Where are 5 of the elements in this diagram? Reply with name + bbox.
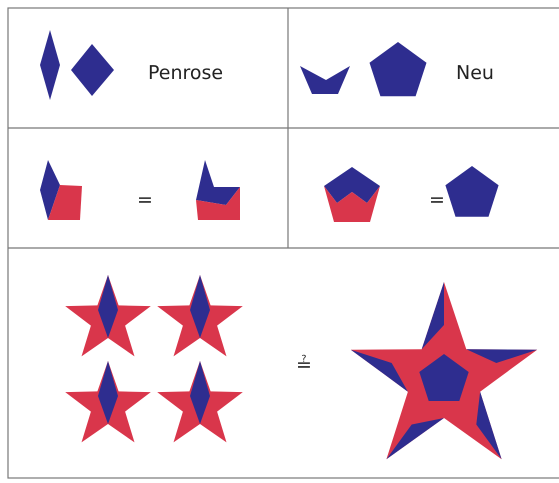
tile-set-label: Penrose [148,64,224,83]
tile-set-label: Neu [456,64,494,83]
equation-sign: = [429,191,445,210]
equation-sign: ≟ [296,356,312,375]
equation-sign: = [137,191,153,210]
